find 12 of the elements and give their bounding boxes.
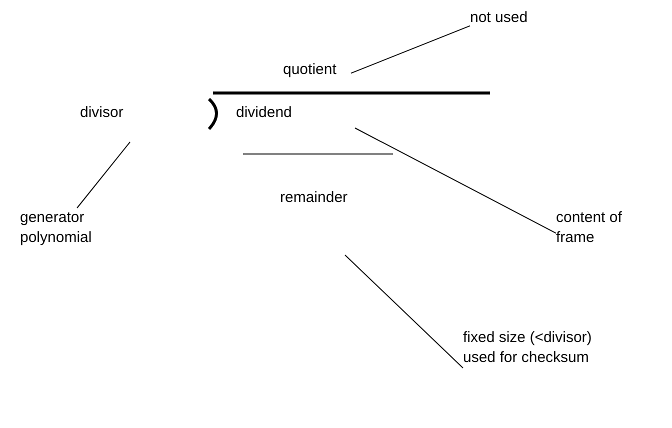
annotation-text: generator polynomial — [20, 208, 93, 248]
annotation-text: fixed size (<divisor) used for checksum — [463, 328, 593, 368]
annotation-text: remainder — [280, 188, 348, 208]
annotation-text: quotient — [283, 60, 336, 80]
leader-line — [76, 142, 130, 208]
leader-line — [344, 254, 464, 369]
annotation-text: divisor — [80, 103, 124, 123]
annotation-text: content of frame — [556, 208, 623, 248]
annotation-text: not used — [470, 8, 528, 28]
leader-line — [350, 25, 470, 74]
leader-line — [354, 128, 556, 234]
annotation-text: dividend — [236, 103, 292, 123]
